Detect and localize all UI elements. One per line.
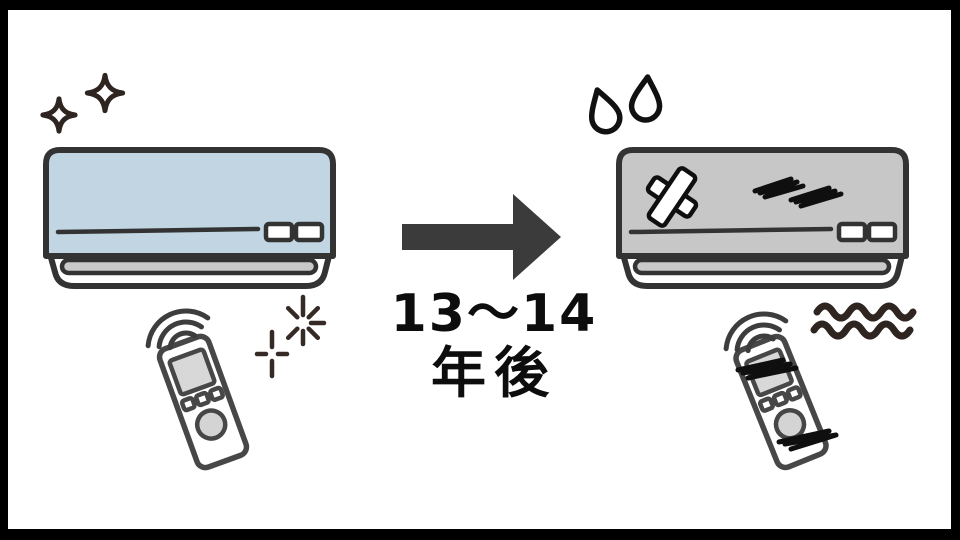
- remote-button: [771, 390, 789, 408]
- scratch-mark: [752, 176, 806, 200]
- ac-unit-new: [43, 147, 336, 289]
- burst-ray: [306, 305, 321, 320]
- remote-round-button: [194, 408, 228, 441]
- click-burst-icon: [254, 294, 327, 379]
- signal-waves-icon: [145, 308, 211, 351]
- ac-indicator-window: [263, 221, 295, 243]
- scribble-mark: [776, 428, 839, 452]
- remote-control-new: [156, 333, 250, 471]
- caption-years-later: 年後: [430, 341, 557, 406]
- sparkle-icon: [43, 75, 123, 131]
- scratch-scribble-icon: [752, 176, 844, 209]
- remote-screen: [167, 347, 217, 397]
- remote-button: [208, 385, 225, 403]
- burst-ray: [285, 326, 300, 341]
- caption: 13〜14 年後: [344, 284, 644, 406]
- ac-indicator-window: [836, 221, 868, 243]
- new-ac-scene: [43, 75, 336, 471]
- remote-button: [757, 396, 775, 413]
- squiggle-line: [810, 320, 914, 340]
- squiggle-line: [813, 302, 917, 322]
- remote-button: [785, 385, 803, 402]
- sweat-drop-icon: [589, 74, 663, 135]
- remote-scribble-icon: [735, 357, 839, 452]
- signal-wave-arc: [745, 333, 776, 354]
- sweat-drop-icon: [628, 74, 663, 123]
- ac-panel-seam: [628, 226, 834, 235]
- signal-waves-icon: [723, 311, 789, 354]
- sparkle-icon: [43, 99, 75, 131]
- ac-indicator-window: [866, 221, 898, 243]
- ac-vent-slat: [59, 257, 319, 276]
- transition-arrow-icon: [402, 194, 561, 280]
- signal-wave-arc: [156, 319, 204, 350]
- old-ac-scene: [589, 74, 917, 471]
- ac-indicator-window: [293, 221, 325, 243]
- scribble-mark: [735, 357, 799, 381]
- bandage-cross-icon: [645, 166, 699, 228]
- remote-button: [179, 396, 197, 413]
- bandage-long-bar: [646, 166, 698, 228]
- signal-wave-arc: [145, 308, 211, 349]
- signal-wave-arc: [734, 322, 782, 353]
- remote-button: [194, 390, 211, 408]
- burst-ray: [285, 305, 300, 320]
- ac-vent-slat: [632, 257, 892, 276]
- scratch-mark: [788, 185, 844, 209]
- ac-panel-seam: [55, 226, 261, 235]
- signal-wave-arc: [167, 330, 198, 351]
- caption-years-range: 13〜14: [390, 284, 598, 344]
- remote-control-old: [733, 333, 829, 471]
- burst-ray: [306, 326, 321, 341]
- sweat-drop-icon: [589, 87, 623, 135]
- stink-squiggle-icon: [810, 302, 917, 340]
- signal-wave-arc: [723, 311, 789, 352]
- sparkle-icon: [87, 75, 122, 110]
